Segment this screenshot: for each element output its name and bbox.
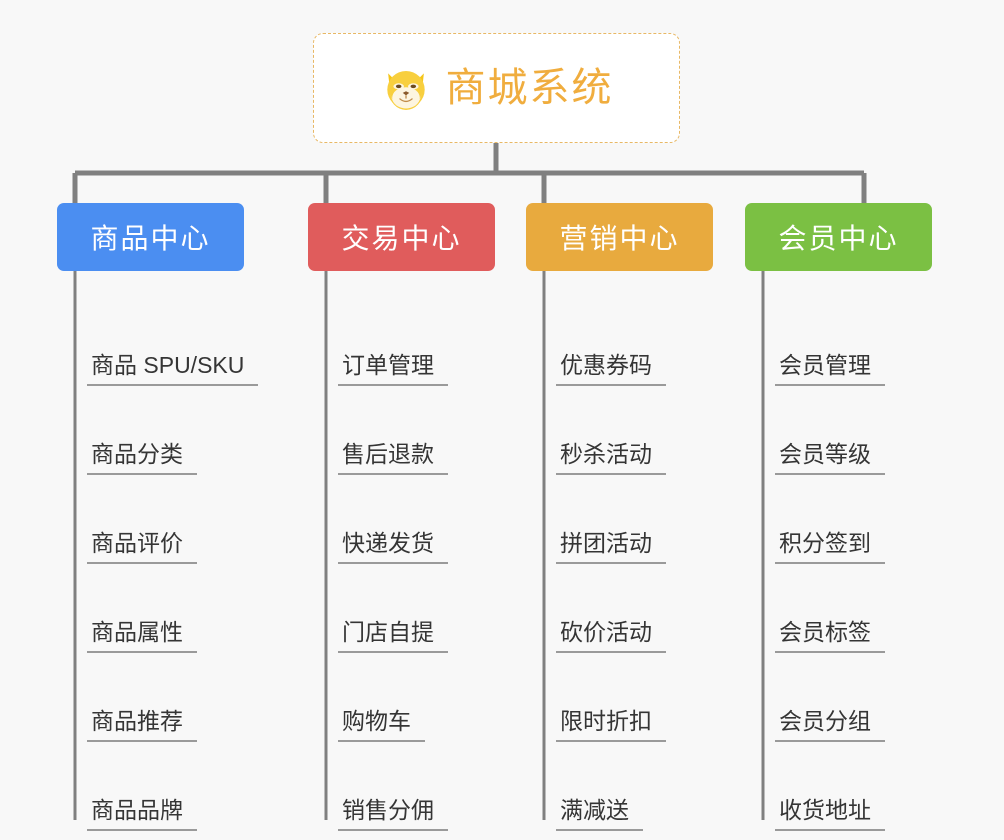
leaf-item[interactable]: 商品品牌 bbox=[57, 742, 244, 831]
leaf-item[interactable]: 砍价活动 bbox=[526, 564, 713, 653]
leaf-item-label: 售后退款 bbox=[338, 441, 448, 475]
leaf-item-label: 销售分佣 bbox=[338, 797, 448, 831]
leaf-item[interactable]: 销售分佣 bbox=[308, 742, 495, 831]
leaf-item[interactable]: 收货地址 bbox=[745, 742, 932, 831]
column-marketing-center: 营销中心优惠券码秒杀活动拼团活动砍价活动限时折扣满减送 bbox=[526, 203, 713, 831]
column-member-center: 会员中心会员管理会员等级积分签到会员标签会员分组收货地址 bbox=[745, 203, 932, 831]
leaf-item-label: 商品品牌 bbox=[87, 797, 197, 831]
shiba-inu-icon bbox=[386, 70, 425, 110]
leaf-item[interactable]: 购物车 bbox=[308, 653, 495, 742]
category-box-product-center[interactable]: 商品中心 bbox=[57, 203, 244, 271]
leaf-item[interactable]: 限时折扣 bbox=[526, 653, 713, 742]
column-trade-center: 交易中心订单管理售后退款快递发货门店自提购物车销售分佣 bbox=[308, 203, 495, 831]
column-product-center: 商品中心商品 SPU/SKU 商品分类商品评价商品属性商品推荐商品品牌 bbox=[57, 203, 259, 831]
leaf-item-label: 会员管理 bbox=[775, 352, 885, 386]
leaf-item[interactable]: 商品分类 bbox=[57, 386, 244, 475]
leaf-item[interactable]: 拼团活动 bbox=[526, 475, 713, 564]
leaf-item[interactable]: 秒杀活动 bbox=[526, 386, 713, 475]
leaf-item[interactable]: 优惠券码 bbox=[526, 297, 713, 386]
leaf-item[interactable]: 商品属性 bbox=[57, 564, 244, 653]
leaf-list-product-center: 商品 SPU/SKU 商品分类商品评价商品属性商品推荐商品品牌 bbox=[57, 297, 259, 831]
leaf-item-label: 会员等级 bbox=[775, 441, 885, 475]
leaf-item[interactable]: 门店自提 bbox=[308, 564, 495, 653]
leaf-item-label: 快递发货 bbox=[338, 530, 448, 564]
leaf-item-label: 会员分组 bbox=[775, 708, 885, 742]
leaf-item-label: 门店自提 bbox=[338, 619, 448, 653]
leaf-item[interactable]: 商品 SPU/SKU bbox=[57, 297, 259, 386]
category-label: 营销中心 bbox=[559, 223, 680, 254]
leaf-list-marketing-center: 优惠券码秒杀活动拼团活动砍价活动限时折扣满减送 bbox=[526, 297, 713, 831]
leaf-item-label: 满减送 bbox=[556, 797, 643, 831]
leaf-item[interactable]: 商品评价 bbox=[57, 475, 244, 564]
leaf-item[interactable]: 会员标签 bbox=[745, 564, 932, 653]
leaf-item-label: 商品 SPU/SKU bbox=[87, 352, 259, 386]
leaf-item-label: 订单管理 bbox=[338, 352, 448, 386]
leaf-item[interactable]: 快递发货 bbox=[308, 475, 495, 564]
leaf-item[interactable]: 积分签到 bbox=[745, 475, 932, 564]
leaf-item-label: 商品评价 bbox=[87, 530, 197, 564]
category-box-member-center[interactable]: 会员中心 bbox=[745, 203, 932, 271]
leaf-item-label: 积分签到 bbox=[775, 530, 885, 564]
leaf-item[interactable]: 会员管理 bbox=[745, 297, 932, 386]
leaf-list-member-center: 会员管理会员等级积分签到会员标签会员分组收货地址 bbox=[745, 297, 932, 831]
category-box-trade-center[interactable]: 交易中心 bbox=[308, 203, 495, 271]
category-label: 会员中心 bbox=[778, 223, 899, 254]
leaf-item[interactable]: 会员等级 bbox=[745, 386, 932, 475]
leaf-item-label: 砍价活动 bbox=[556, 619, 666, 653]
leaf-item[interactable]: 满减送 bbox=[526, 742, 713, 831]
leaf-item-label: 会员标签 bbox=[775, 619, 885, 653]
leaf-item-label: 优惠券码 bbox=[556, 352, 666, 386]
root-title: 商城系统 bbox=[445, 66, 614, 110]
leaf-item-label: 购物车 bbox=[338, 708, 425, 742]
category-box-marketing-center[interactable]: 营销中心 bbox=[526, 203, 713, 271]
leaf-item-label: 收货地址 bbox=[775, 797, 885, 831]
leaf-item-label: 限时折扣 bbox=[556, 708, 666, 742]
category-label: 商品中心 bbox=[90, 223, 211, 254]
leaf-item-label: 商品分类 bbox=[87, 441, 197, 475]
leaf-item-label: 商品属性 bbox=[87, 619, 197, 653]
leaf-item-label: 商品推荐 bbox=[87, 708, 197, 742]
leaf-list-trade-center: 订单管理售后退款快递发货门店自提购物车销售分佣 bbox=[308, 297, 495, 831]
leaf-item[interactable]: 商品推荐 bbox=[57, 653, 244, 742]
leaf-item[interactable]: 售后退款 bbox=[308, 386, 495, 475]
leaf-item[interactable]: 会员分组 bbox=[745, 653, 932, 742]
root-node[interactable]: 商城系统 bbox=[313, 33, 680, 143]
category-label: 交易中心 bbox=[341, 223, 462, 254]
leaf-item-label: 秒杀活动 bbox=[556, 441, 666, 475]
leaf-item[interactable]: 订单管理 bbox=[308, 297, 495, 386]
leaf-item-label: 拼团活动 bbox=[556, 530, 666, 564]
